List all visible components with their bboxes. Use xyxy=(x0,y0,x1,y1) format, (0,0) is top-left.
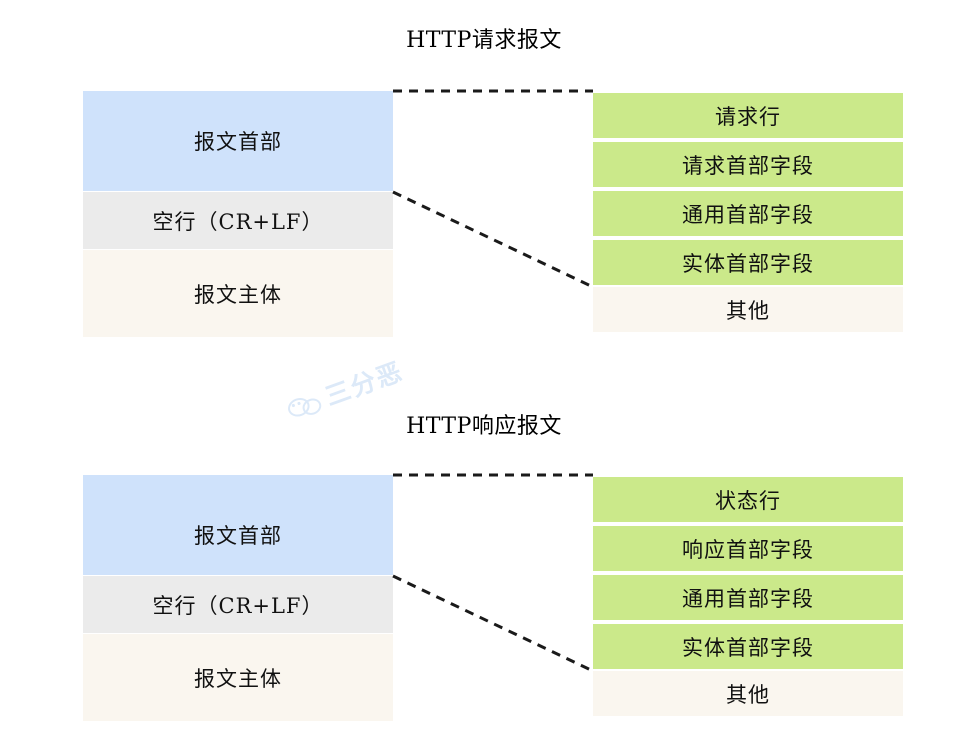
response-status-line-label: 状态行 xyxy=(715,488,781,513)
response-message-header-box: 报文首部 xyxy=(83,475,393,575)
request-message-body-box: 报文主体 xyxy=(83,250,393,337)
request-header-fields-label: 请求首部字段 xyxy=(682,153,814,178)
request-line-box: 请求行 xyxy=(593,93,903,138)
request-message-header-label: 报文首部 xyxy=(194,130,282,154)
request-connector-diagonal-dashed-line xyxy=(392,190,594,289)
request-message-header-box: 报文首部 xyxy=(83,91,393,191)
request-diagram-title: HTTP请求报文 xyxy=(406,28,562,53)
request-message-body-label: 报文主体 xyxy=(194,282,282,307)
response-message-body-label: 报文主体 xyxy=(194,666,282,691)
request-entity-header-fields-box: 实体首部字段 xyxy=(593,240,903,285)
request-other-label: 其他 xyxy=(726,298,770,323)
request-entity-header-fields-label: 实体首部字段 xyxy=(682,251,814,276)
response-connector-diagonal-dashed-line xyxy=(392,574,594,673)
response-status-line-box: 状态行 xyxy=(593,477,903,522)
response-header-fields-box: 响应首部字段 xyxy=(593,526,903,571)
response-message-header-label: 报文首部 xyxy=(194,524,282,548)
request-general-header-fields-box: 通用首部字段 xyxy=(593,191,903,236)
response-blank-line-box: 空行（CR+LF） xyxy=(83,576,393,633)
response-other-label: 其他 xyxy=(726,682,770,707)
request-blank-line-box: 空行（CR+LF） xyxy=(83,192,393,249)
response-header-fields-label: 响应首部字段 xyxy=(682,537,814,562)
response-other-box: 其他 xyxy=(593,671,903,716)
response-entity-header-fields-label: 实体首部字段 xyxy=(682,635,814,660)
request-header-fields-box: 请求首部字段 xyxy=(593,142,903,187)
response-message-body-box: 报文主体 xyxy=(83,634,393,721)
watermark-text: 三分恶 xyxy=(321,356,408,412)
request-other-box: 其他 xyxy=(593,287,903,332)
request-general-header-fields-label: 通用首部字段 xyxy=(682,202,814,227)
response-general-header-fields-label: 通用首部字段 xyxy=(682,586,814,611)
response-entity-header-fields-box: 实体首部字段 xyxy=(593,624,903,669)
response-general-header-fields-box: 通用首部字段 xyxy=(593,575,903,620)
response-diagram-title: HTTP响应报文 xyxy=(406,414,562,439)
response-blank-line-label: 空行（CR+LF） xyxy=(152,593,324,618)
request-line-label: 请求行 xyxy=(715,104,781,129)
request-blank-line-label: 空行（CR+LF） xyxy=(152,209,324,234)
